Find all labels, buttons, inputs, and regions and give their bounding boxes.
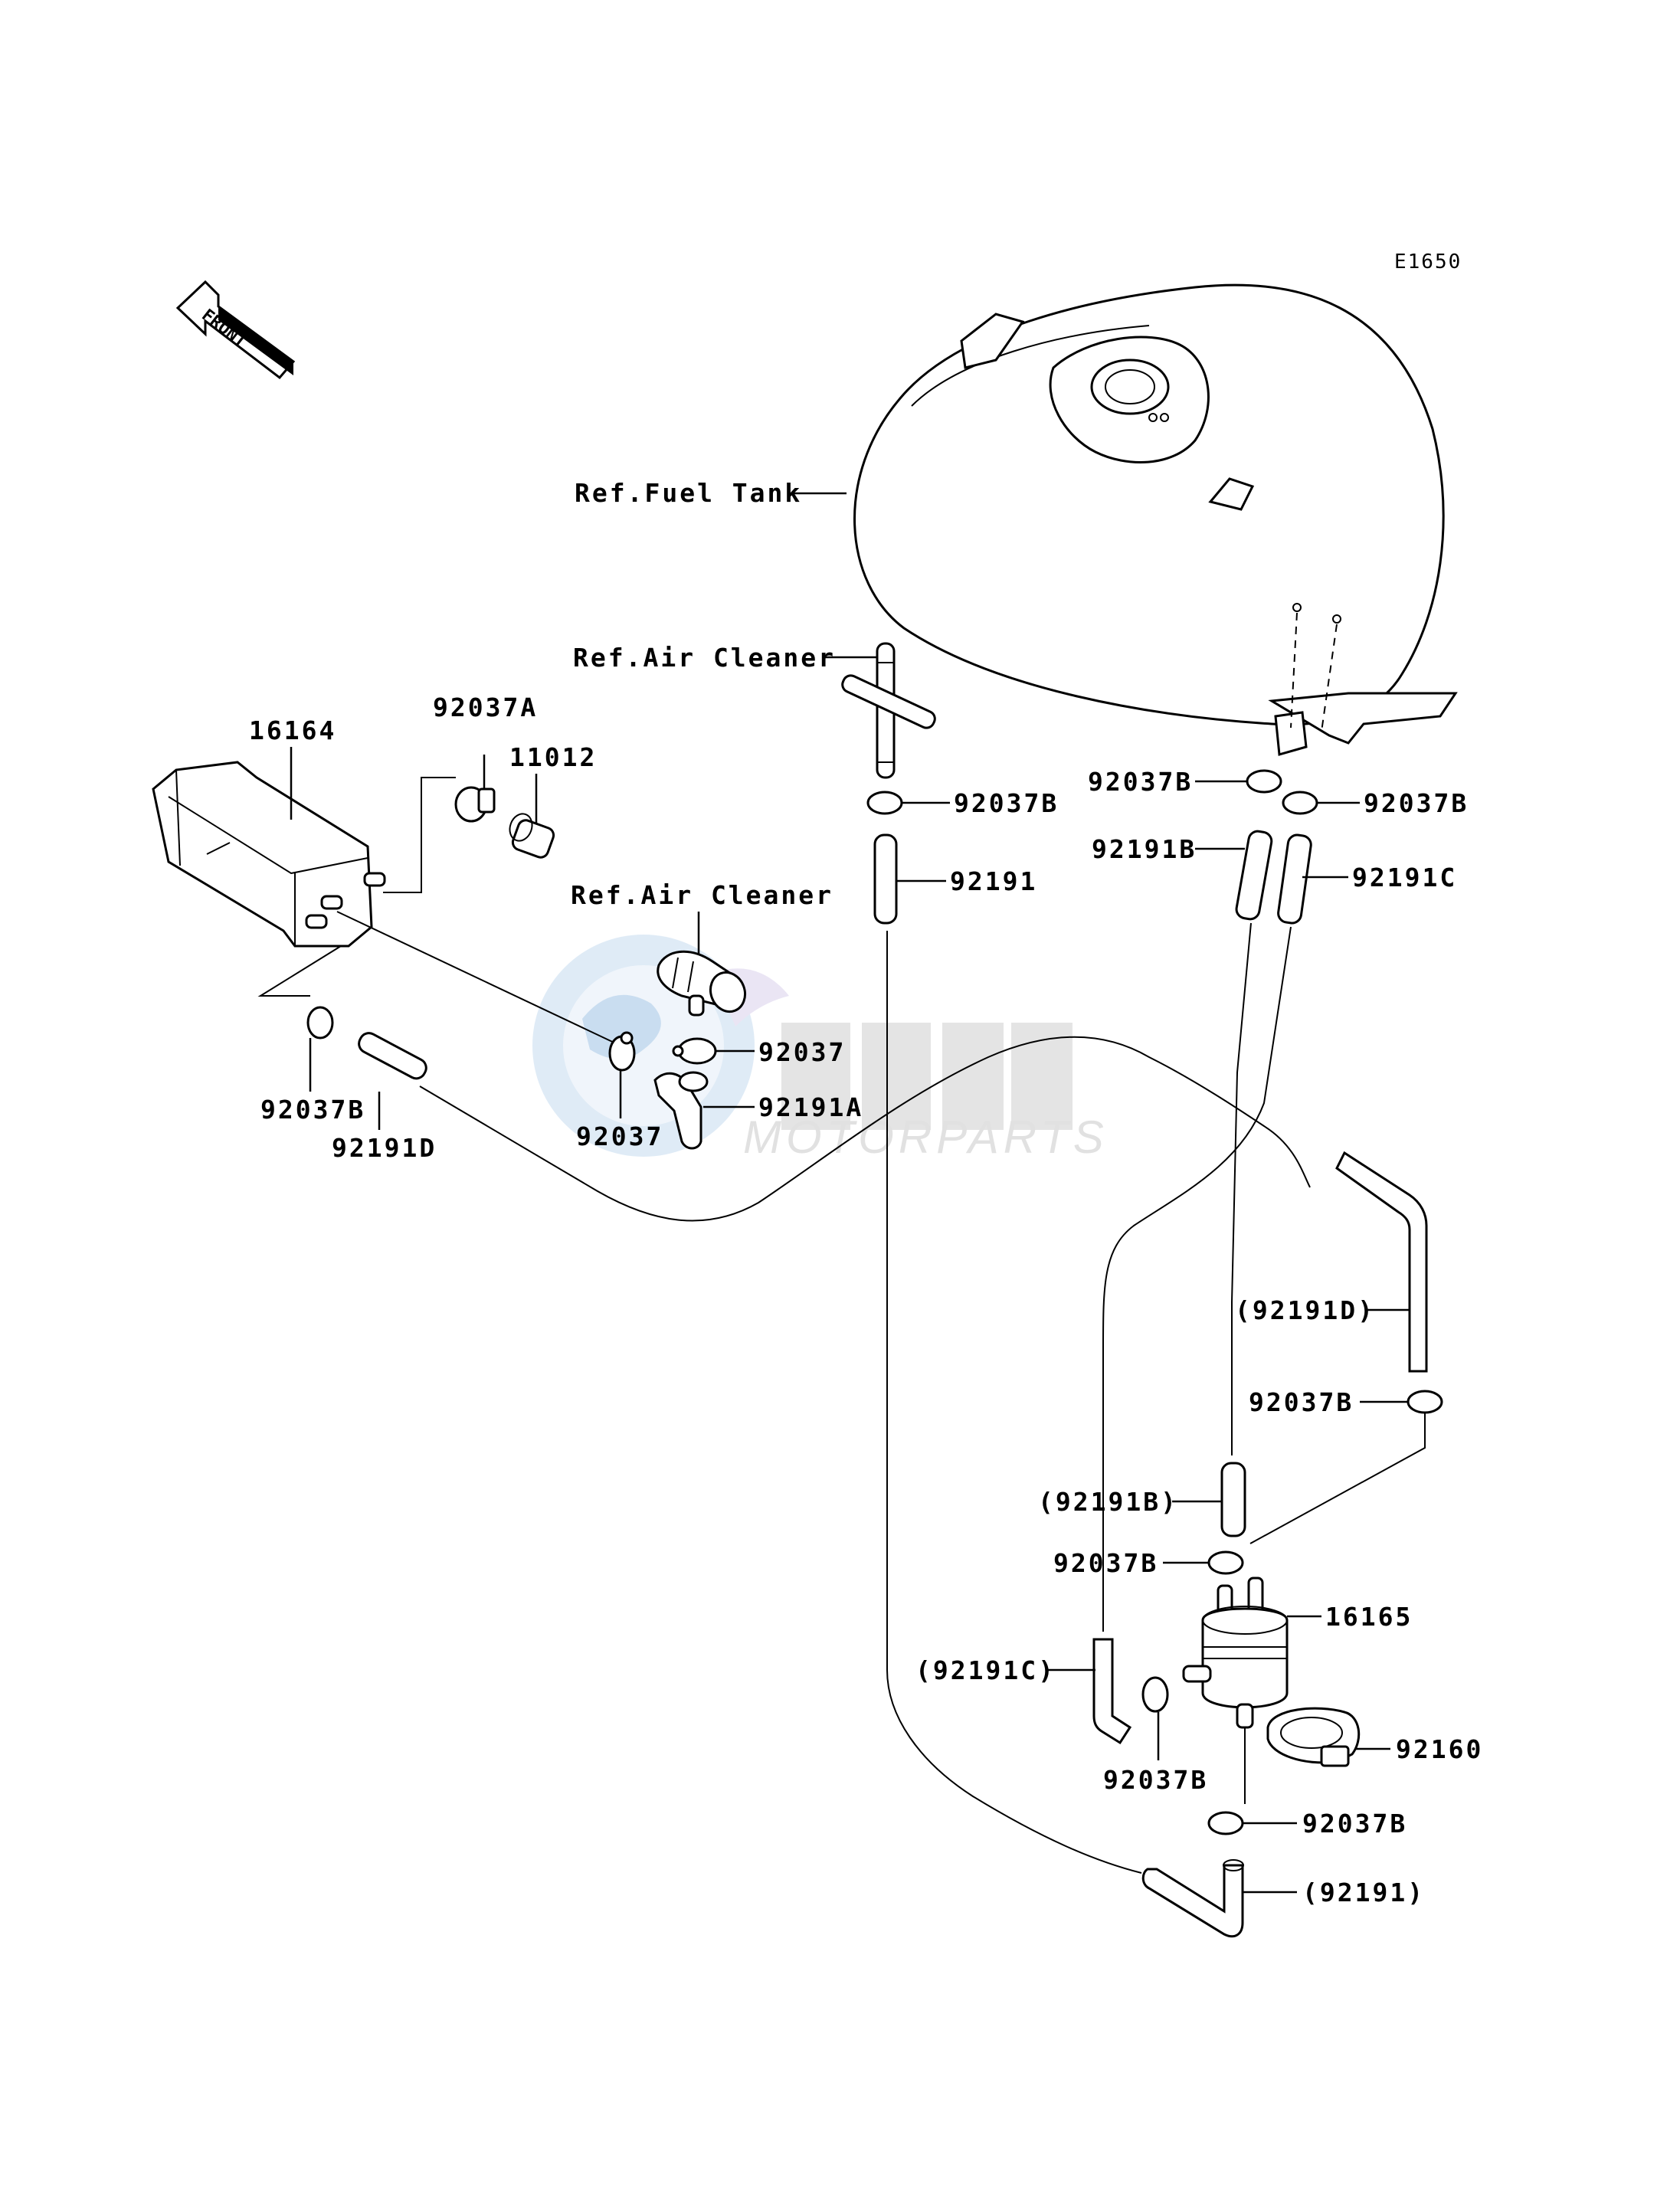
front-arrow: FRONT (175, 280, 296, 380)
label-92037b-center: 92037B (954, 788, 1059, 818)
canister-16164 (152, 761, 386, 948)
label-92191b: 92191B (1092, 834, 1197, 864)
label-16165: 16165 (1325, 1602, 1413, 1632)
hose-92191d (358, 1032, 427, 1080)
label-ref-air-cleaner-1: Ref.Air Cleaner (573, 643, 836, 673)
label-16164: 16164 (249, 715, 336, 745)
clamp-92037b-filter-top (1207, 1550, 1244, 1575)
label-92037b-tank-r: 92037B (1364, 788, 1469, 818)
air-cleaner-t-fitting (841, 642, 936, 779)
hose-92191d-right (1335, 1151, 1428, 1373)
label-92037b-canister: 92037B (260, 1095, 365, 1125)
label-92191c: 92191C (1352, 863, 1457, 892)
label-92191b-paren: (92191B) (1038, 1487, 1178, 1517)
hose-92191-bottom (1141, 1864, 1244, 1938)
label-92037b-filter-top: 92037B (1053, 1548, 1158, 1578)
hose-route-92191 (886, 931, 1142, 1874)
clamp-92037b-canister (306, 1006, 334, 1040)
label-92191: 92191 (950, 866, 1037, 896)
clamp-92037b-right (1407, 1390, 1443, 1414)
clamp-92037a (454, 786, 496, 823)
label-92160: 92160 (1396, 1734, 1483, 1764)
cap-11012 (509, 813, 555, 859)
hose-92191 (873, 833, 898, 925)
label-92191a: 92191A (758, 1092, 863, 1122)
clamp-92037b-filter-side (1141, 1676, 1169, 1713)
label-11012: 11012 (509, 742, 597, 772)
clamp-92037b-bottom (1207, 1811, 1244, 1835)
air-cleaner-elbow (657, 950, 747, 1017)
clamp-92037b-center (866, 791, 903, 815)
clamp-92037-right (677, 1037, 717, 1065)
label-92191c-paren: (92191C) (915, 1655, 1056, 1685)
diagram-code: E1650 (1394, 250, 1462, 273)
watermark-sub-text: MOTORPARTS (743, 1112, 1109, 1163)
hose-92191c (1277, 833, 1312, 925)
label-92037-a: 92037 (576, 1121, 663, 1151)
label-92191-paren: (92191) (1302, 1878, 1425, 1907)
label-92037b-tank-l: 92037B (1088, 767, 1193, 797)
label-92191d-paren: (92191D) (1235, 1295, 1375, 1325)
label-92037b-bottom: 92037B (1302, 1809, 1407, 1838)
fuel-tank (853, 283, 1458, 756)
label-ref-air-cleaner-2: Ref.Air Cleaner (571, 880, 833, 910)
hose-92191b (1235, 830, 1273, 921)
clamp-92037b-tank-right (1282, 791, 1318, 815)
bracket-92160 (1266, 1707, 1361, 1767)
label-ref-fuel-tank: Ref.Fuel Tank (575, 478, 802, 508)
fuel-filter-16165 (1182, 1577, 1289, 1729)
label-92037a: 92037A (433, 692, 538, 722)
clamp-92037b-tank-left (1246, 769, 1282, 794)
hose-92191c-lower (1092, 1638, 1132, 1745)
hose-92191a (653, 1071, 709, 1150)
label-92037b-filter-side: 92037B (1103, 1765, 1208, 1795)
label-92037b-right: 92037B (1249, 1387, 1354, 1417)
clamp-92037-left (608, 1031, 636, 1072)
label-92191d: 92191D (332, 1133, 437, 1163)
label-92037-b: 92037 (758, 1037, 846, 1067)
hose-92191b-lower (1220, 1462, 1246, 1537)
